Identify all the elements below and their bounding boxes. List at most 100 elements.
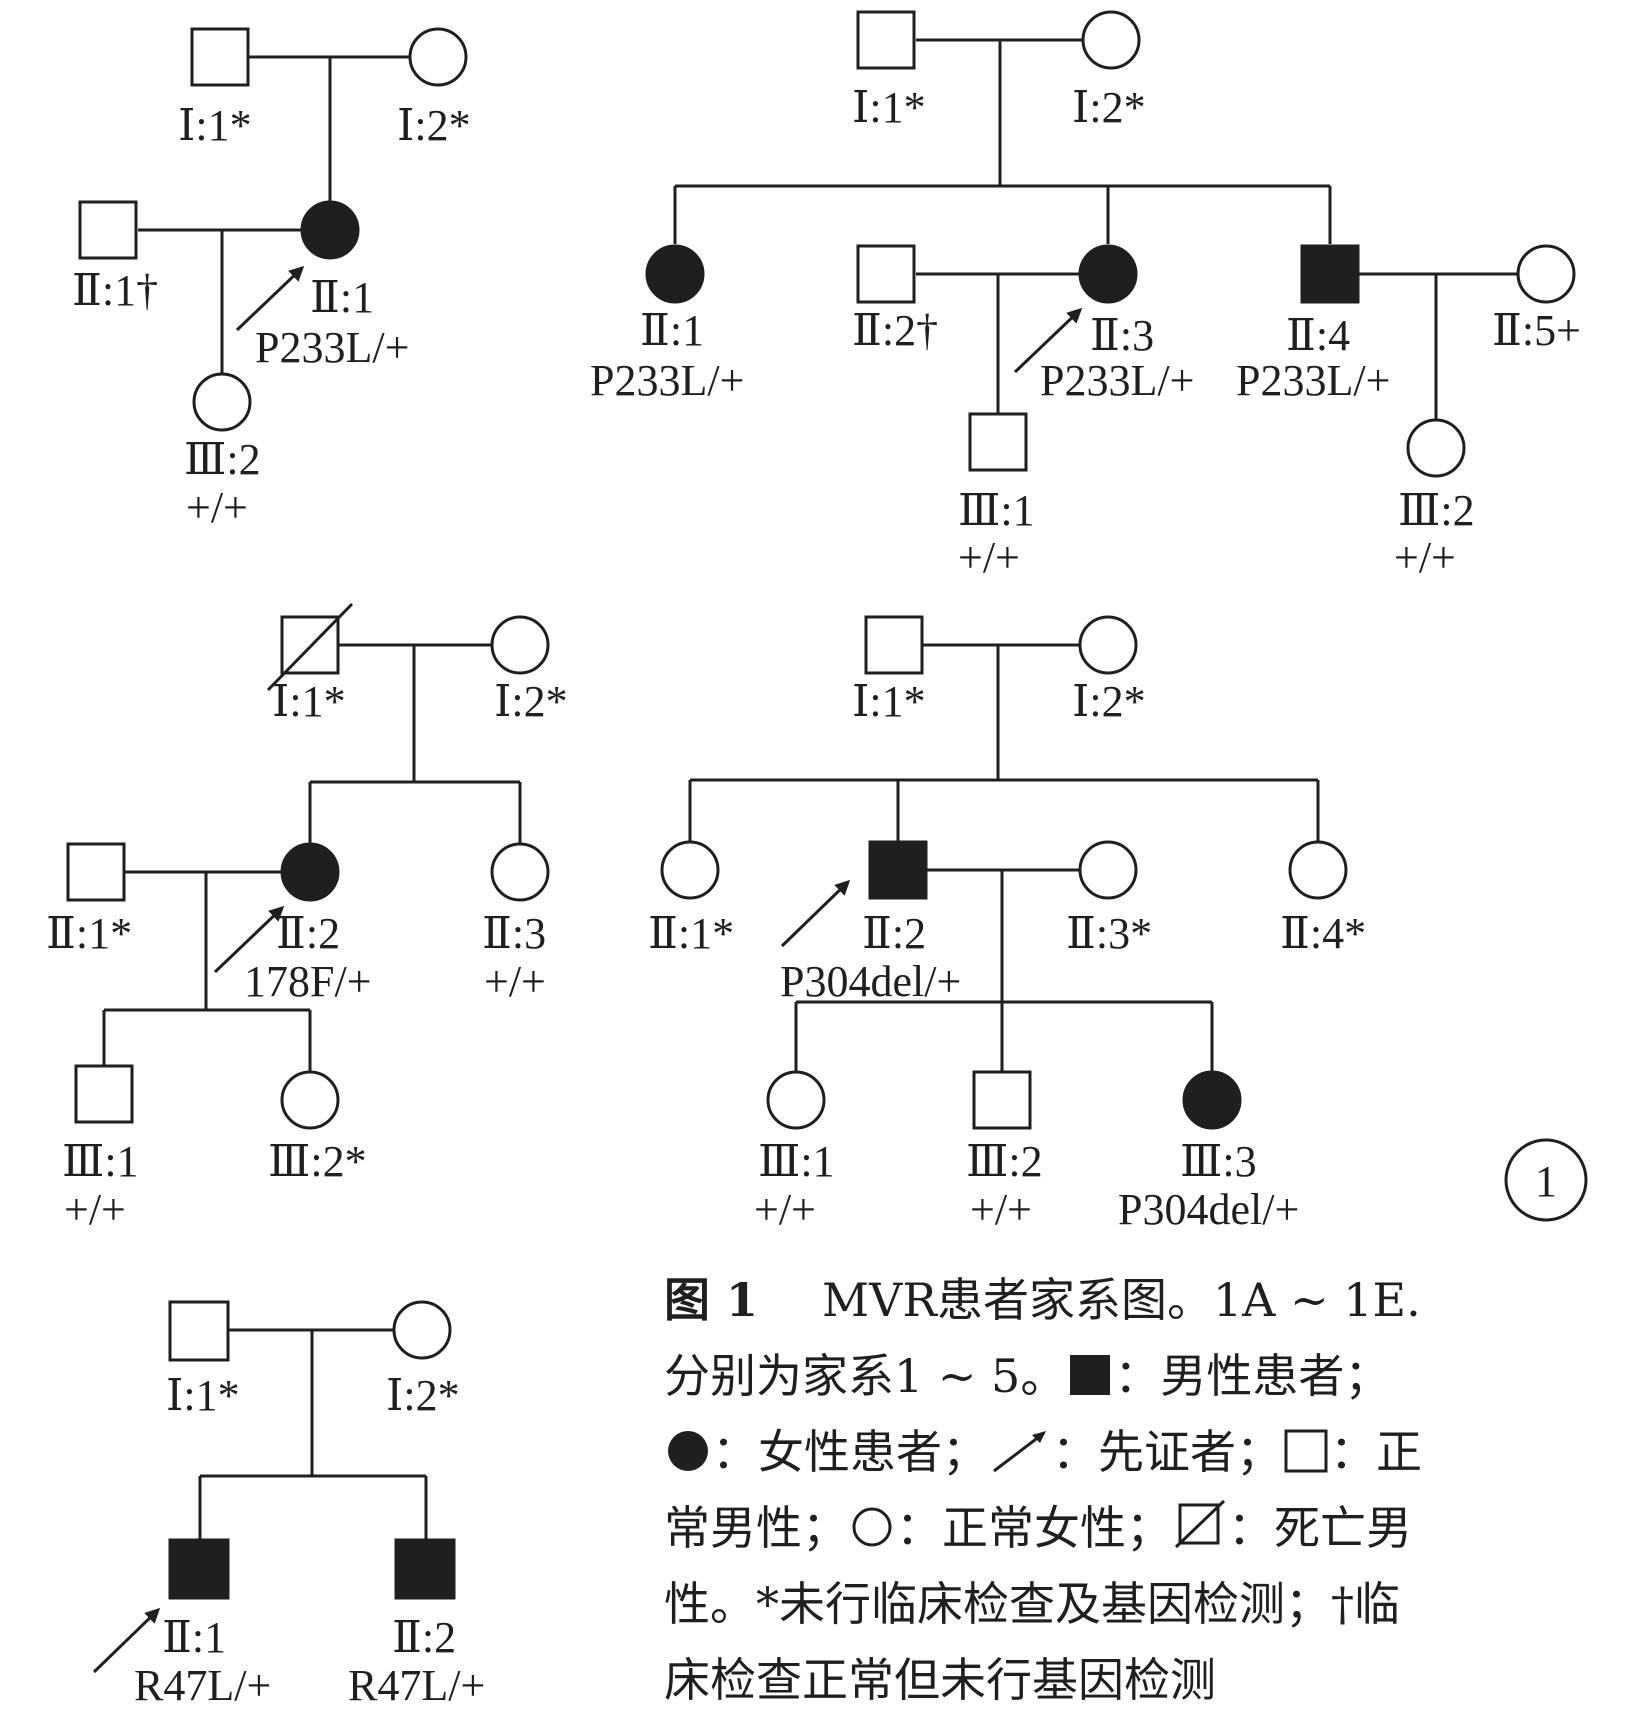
individual-label: Ⅰ:1*	[272, 677, 346, 726]
individual-female	[1516, 244, 1576, 304]
individual-male-affected	[868, 840, 928, 900]
individual-label: Ⅱ:1†	[72, 266, 158, 315]
genotype-label: +/+	[970, 1185, 1032, 1234]
individual-male-affected	[394, 1538, 456, 1600]
pedigree-family-3: Ⅰ:1* Ⅰ:2* Ⅱ:1* Ⅱ:2 178F/+ Ⅱ:3 +/+ Ⅲ:1 +/…	[46, 602, 568, 1234]
proband-arrow	[213, 905, 285, 974]
individual-male	[78, 200, 138, 260]
genotype-label: R47L/+	[134, 1661, 271, 1710]
normal-male-legend-icon	[1284, 1429, 1328, 1473]
individual-female	[1081, 10, 1141, 70]
individual-label: Ⅰ:1*	[166, 1371, 240, 1420]
individual-label: Ⅱ:2	[862, 909, 926, 958]
caption-text: ：正常女性；	[896, 1501, 1172, 1555]
individual-male	[74, 1064, 134, 1124]
genotype-label: +/+	[64, 1185, 126, 1234]
caption-line-3: ：女性患者；：先证者；：正	[664, 1414, 1624, 1490]
pedigree-family-1: Ⅰ:1* Ⅰ:2* Ⅱ:1† Ⅱ:1 P233L/+ Ⅲ:2 +/+	[72, 27, 471, 532]
caption-line-2: 分别为家系1 ~ 5。 ：男性患者；	[664, 1338, 1624, 1414]
caption-text: ：女性患者；	[712, 1425, 988, 1479]
genotype-label: +/+	[958, 533, 1020, 582]
affected-female-legend-icon	[668, 1431, 708, 1471]
individual-label: Ⅱ:3*	[1066, 909, 1152, 958]
individual-female	[1078, 840, 1138, 900]
individual-female	[660, 840, 720, 900]
individual-label: Ⅱ:2†	[852, 306, 938, 355]
individual-female	[490, 615, 550, 675]
individual-label: Ⅱ:1	[310, 273, 374, 322]
deceased-slash	[266, 602, 354, 692]
affected-male-legend-icon	[1070, 1355, 1111, 1395]
genotype-label: R47L/+	[348, 1661, 485, 1710]
caption-line-4: 常男性；：正常女性；：死亡男	[664, 1490, 1624, 1566]
individual-label: Ⅲ:1	[958, 486, 1035, 535]
proband-arrow	[92, 1607, 161, 1674]
individual-label: Ⅰ:1*	[852, 677, 926, 726]
caption-text: ：男性患者；	[1114, 1349, 1391, 1403]
individual-male	[66, 842, 126, 902]
genotype-label: +/+	[754, 1185, 816, 1234]
individual-label: Ⅱ:3	[1090, 311, 1154, 360]
individual-label: Ⅱ:1	[162, 1613, 226, 1662]
individual-male	[190, 27, 250, 87]
pedigree-family-5: Ⅰ:1* Ⅰ:2* Ⅱ:1 R47L/+ Ⅱ:2 R47L/+	[92, 1300, 485, 1710]
genotype-label: +/+	[484, 957, 546, 1006]
individual-female-affected	[300, 200, 360, 260]
individual-female	[766, 1070, 826, 1130]
genotype-label: P233L/+	[590, 356, 744, 405]
individual-male-affected	[1300, 244, 1360, 304]
individual-female-affected	[645, 244, 705, 304]
individual-male	[968, 412, 1028, 472]
individual-female	[408, 27, 468, 87]
individual-female	[1288, 840, 1348, 900]
individual-female	[1078, 615, 1138, 675]
individual-label: Ⅰ:2*	[1072, 83, 1146, 132]
individual-male	[168, 1300, 230, 1362]
genotype-label: P233L/+	[1236, 356, 1390, 405]
figure-badge: 1	[1535, 1157, 1557, 1206]
individual-label: Ⅰ:2*	[494, 677, 568, 726]
genotype-label: P304del/+	[1118, 1185, 1299, 1234]
individual-female	[192, 372, 252, 432]
individual-male	[864, 615, 924, 675]
individual-label: Ⅱ:4*	[1280, 909, 1366, 958]
caption-title: MVR患者家系图。1A ~ 1E.	[822, 1273, 1421, 1327]
deceased-male-legend-icon	[1174, 1499, 1226, 1549]
normal-female-legend-icon	[852, 1507, 892, 1547]
individual-female	[392, 1300, 452, 1360]
individual-female-affected	[280, 842, 340, 902]
individual-female	[280, 1070, 340, 1130]
caption-text: ：死亡男	[1228, 1501, 1412, 1555]
caption-text: ：正	[1330, 1425, 1422, 1479]
individual-label: Ⅲ:1	[62, 1137, 139, 1186]
caption-line-6: 床检查正常但未行基因检测	[664, 1653, 1216, 1707]
individual-label: Ⅱ:2	[276, 909, 340, 958]
individual-label: Ⅰ:1*	[852, 83, 926, 132]
individual-label: Ⅱ:1*	[46, 909, 132, 958]
genotype-label: P233L/+	[1040, 356, 1194, 405]
individual-label: Ⅲ:1	[758, 1137, 835, 1186]
individual-label: Ⅱ:3	[482, 909, 546, 958]
caption-text: 分别为家系1 ~ 5。	[664, 1349, 1067, 1403]
individual-label: Ⅲ:3	[1180, 1137, 1257, 1186]
individual-male	[972, 1070, 1032, 1130]
pedigree-family-2: Ⅰ:1* Ⅰ:2* Ⅱ:1 P233L/+ Ⅱ:2† Ⅱ:3 P233L/+ Ⅱ…	[590, 10, 1581, 582]
individual-label: Ⅲ:2*	[268, 1137, 367, 1186]
individual-label: Ⅱ:1	[640, 306, 704, 355]
individual-male	[856, 244, 916, 304]
individual-label: Ⅲ:2	[184, 435, 261, 484]
genotype-label: P304del/+	[780, 957, 961, 1006]
individual-label: Ⅲ:2	[1398, 486, 1475, 535]
individual-female	[490, 842, 550, 902]
individual-label: Ⅱ:1*	[648, 909, 734, 958]
pedigree-family-4: Ⅰ:1* Ⅰ:2* Ⅱ:1* Ⅱ:2 P304del/+ Ⅱ:3* Ⅱ:4* Ⅲ…	[648, 615, 1366, 1234]
individual-label: Ⅲ:2	[966, 1137, 1043, 1186]
individual-female-affected	[1182, 1070, 1242, 1130]
individual-label: Ⅱ:2	[392, 1613, 456, 1662]
individual-label: Ⅰ:1*	[178, 101, 252, 150]
individual-label: Ⅱ:4	[1286, 311, 1350, 360]
individual-female	[1406, 418, 1466, 478]
